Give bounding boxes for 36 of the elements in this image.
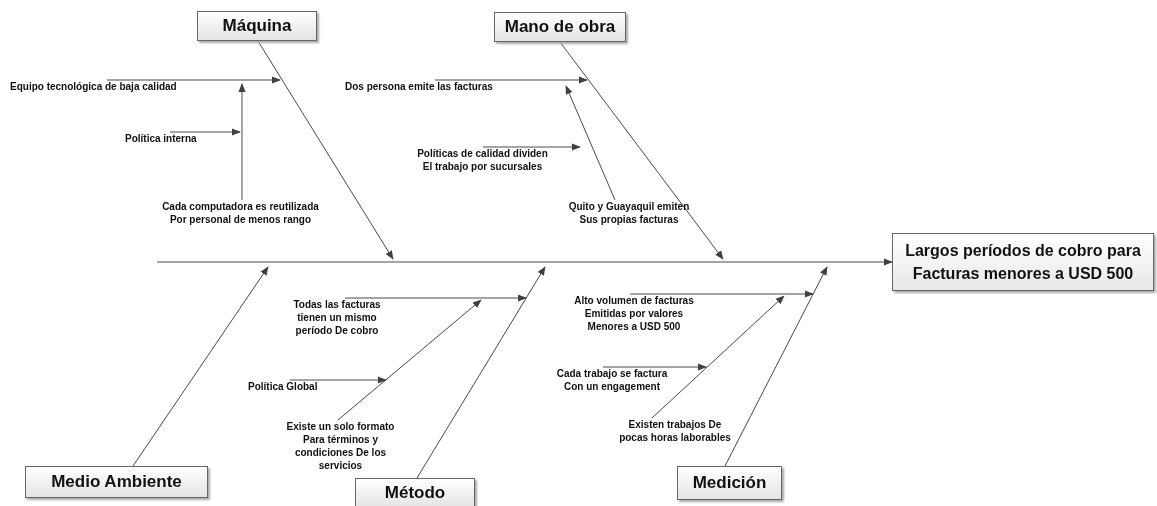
- arrow: [257, 40, 394, 260]
- cause-label: Existen trabajos De pocas horas laborables: [618, 418, 732, 444]
- arrow: [559, 41, 724, 260]
- arrow: [602, 363, 707, 371]
- arrow: [169, 128, 241, 136]
- category-box: Medición: [677, 466, 782, 500]
- cause-label: Política interna: [125, 132, 198, 145]
- cause-label: Cada trabajo se factura Con un engagement: [556, 367, 668, 393]
- category-box: Método: [355, 478, 475, 506]
- arrow: [651, 295, 785, 419]
- arrow: [132, 266, 269, 467]
- arrow: [565, 85, 616, 201]
- cause-label: Dos persona emite las facturas: [345, 80, 494, 93]
- category-box: Máquina: [197, 11, 317, 41]
- cause-label: Quito y Guayaquil emiten Sus propias facturas: [568, 200, 690, 226]
- arrow: [482, 143, 581, 151]
- spine-arrow: [156, 258, 893, 266]
- cause-label: Cada computadora es reutilizada Por personal de menos rango: [161, 200, 320, 226]
- arrow: [238, 83, 246, 201]
- effect-box: Largos períodos de cobro para Facturas menores a USD 500: [892, 233, 1154, 291]
- cause-label: Todas las facturas tienen un mismo período De cobro: [292, 298, 382, 337]
- arrow: [416, 266, 546, 479]
- cause-label: Alto volumen de facturas Emitidas por valores Menores a USD 500: [573, 294, 695, 333]
- arrow: [289, 376, 387, 384]
- cause-label: Existe un solo formato Para términos y condiciones De los servicios: [286, 420, 395, 472]
- arrow: [344, 294, 527, 302]
- category-box: Medio Ambiente: [25, 466, 208, 498]
- arrow: [106, 76, 281, 84]
- cause-label: Política Global: [248, 380, 319, 393]
- cause-label: Políticas de calidad dividen El trabajo por sucursales: [416, 147, 549, 173]
- arrow: [629, 290, 814, 298]
- cause-label: Equipo tecnológica de baja calidad: [10, 80, 178, 93]
- arrow: [434, 76, 588, 84]
- arrow: [337, 299, 482, 421]
- arrow: [724, 266, 828, 467]
- category-box: Mano de obra: [494, 12, 626, 42]
